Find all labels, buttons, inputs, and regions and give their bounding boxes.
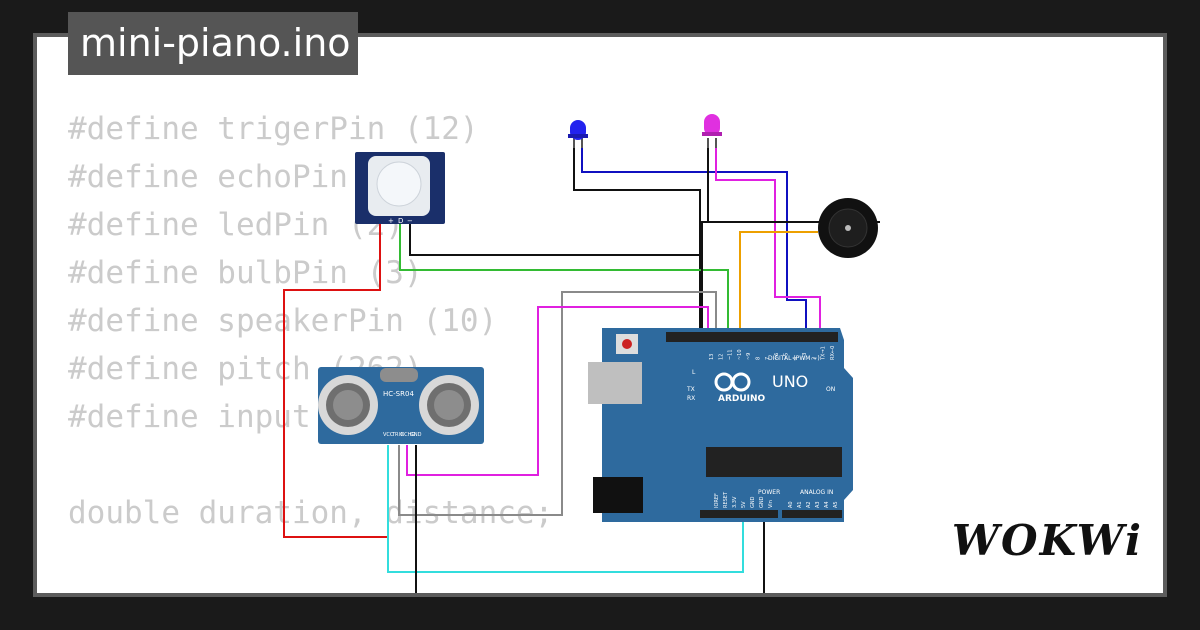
digital-pin-label: ~11 <box>728 349 734 360</box>
digital-pin-label: TX→1 <box>821 346 827 361</box>
l-led-label: L <box>692 369 696 376</box>
code-line: #define ledPin (2) <box>68 207 404 243</box>
analog-pin-label: A4 <box>824 501 830 508</box>
wire-magenta-led-anode[interactable] <box>715 145 821 340</box>
us-pin-vcc: VCC <box>383 432 394 438</box>
pir-pin-gnd: − <box>407 217 413 225</box>
digital-pin-label: ~6 <box>774 353 780 360</box>
power-pin-label: GND <box>750 496 756 508</box>
led-magenta[interactable] <box>702 114 722 148</box>
led-blue[interactable] <box>568 120 588 148</box>
analog-pin-label: A1 <box>797 501 803 508</box>
digital-pin-label: 8 <box>756 357 762 360</box>
pir-pin-vcc: + <box>388 217 394 225</box>
wire-echo[interactable] <box>398 291 717 516</box>
digital-pin-label: RX←0 <box>830 346 836 360</box>
us-pin-echo: ECHO <box>401 432 415 438</box>
code-line: int distanceInCM; <box>68 585 553 593</box>
us-pin-gnd: GND <box>410 432 422 438</box>
analog-pin-label: A5 <box>833 501 839 508</box>
rx-led-label: RX <box>687 395 695 402</box>
wire-vcc-5v[interactable] <box>387 445 744 573</box>
wire-pir-data[interactable] <box>399 222 729 340</box>
wire-blue-led-anode[interactable] <box>581 145 807 340</box>
wire-blue-led-cathode[interactable] <box>573 140 701 340</box>
wokwi-logo: WOKWi <box>951 516 1143 565</box>
power-pin-label: IOREF <box>714 493 720 508</box>
analog-pin-label: A2 <box>806 501 812 508</box>
digital-pin-label: ~9 <box>746 353 752 360</box>
analog-pin-label: A3 <box>815 501 821 508</box>
code-line: #define speakerPin (10) <box>68 303 498 339</box>
power-pin-label: 5V <box>741 501 747 508</box>
code-line: double duration, distance; <box>68 495 554 531</box>
ultrasonic-model: HC-SR04 <box>383 390 414 398</box>
pir-pin-data: D <box>398 217 403 225</box>
code-line: #define input <box>68 399 311 435</box>
circuit-diagram[interactable]: + D − HC-SR04 VCC TRIG ECHO GND <box>37 37 1163 593</box>
digital-pin-label: 12 <box>718 354 724 360</box>
digital-pin-label: ~10 <box>737 349 743 360</box>
digital-pin-label: 7 <box>765 357 771 360</box>
code-background: #define trigerPin (12)#define echoPin (1… <box>68 105 553 593</box>
us-pin-trig: TRIG <box>391 432 404 438</box>
digital-pin-label: ~5 <box>783 353 789 360</box>
wire-buzzer-gnd[interactable] <box>701 221 818 340</box>
power-pin-label: GND <box>759 496 765 508</box>
wires <box>283 140 880 593</box>
tx-led-label: TX <box>686 386 695 393</box>
pir-sensor[interactable]: + D − <box>355 152 445 225</box>
power-pin-label: RESET <box>723 491 729 508</box>
analog-header-label: ANALOG IN <box>800 489 833 496</box>
on-led-label: ON <box>826 386 835 393</box>
simulation-canvas[interactable]: #define trigerPin (12)#define echoPin (1… <box>37 37 1163 593</box>
code-line: #define trigerPin (12) <box>68 111 479 147</box>
analog-pin-label: A0 <box>788 501 794 508</box>
wire-buzzer-signal[interactable] <box>739 231 818 340</box>
wire-pir-gnd[interactable] <box>409 222 703 340</box>
board-model: UNO <box>772 372 808 391</box>
digital-header-label: DIGITAL (PWM ~) <box>768 355 820 362</box>
power-header-label: POWER <box>758 489 780 496</box>
power-pin-label: 3.3V <box>732 496 738 508</box>
project-title[interactable]: mini-piano.ino <box>68 12 358 75</box>
digital-pin-label: 4 <box>793 357 799 360</box>
power-pin-label: Vin <box>768 500 774 508</box>
digital-pin-label: 13 <box>709 354 715 360</box>
digital-pin-label: 2 <box>811 357 817 360</box>
arduino-board[interactable]: UNO ARDUINO DIGITAL (PWM ~) POWER ANALOG… <box>588 328 853 522</box>
buzzer[interactable] <box>818 198 878 258</box>
wire-trig[interactable] <box>406 306 709 476</box>
ultrasonic-sensor[interactable]: HC-SR04 VCC TRIG ECHO GND <box>318 367 484 444</box>
code-line: #define bulbPin (3) <box>68 255 423 291</box>
digital-pin-label: ~3 <box>802 353 808 360</box>
board-brand: ARDUINO <box>718 394 766 404</box>
